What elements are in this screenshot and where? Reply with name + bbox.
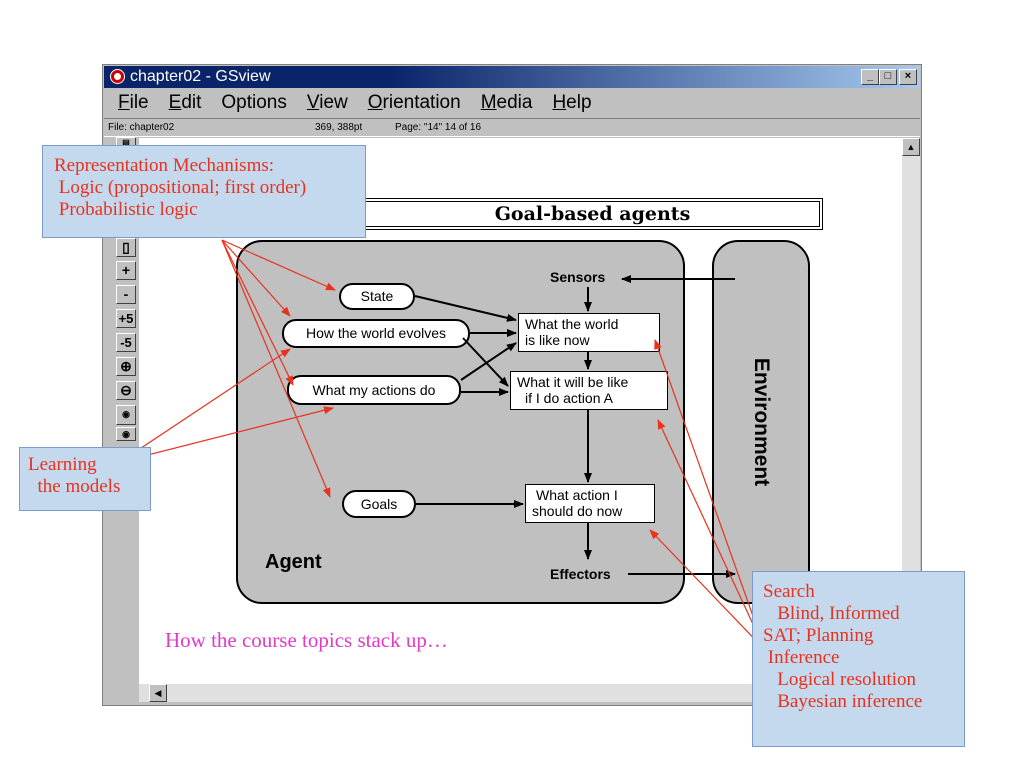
horizontal-scrollbar[interactable]: ◀	[139, 684, 902, 702]
magnify-plus-icon[interactable]: ⊕	[116, 357, 136, 376]
world-evolves-oval: How the world evolves	[282, 319, 470, 348]
menu-orientation[interactable]: Orientation	[367, 92, 461, 113]
world-now-box: What the world is like now	[518, 313, 660, 352]
goals-oval: Goals	[342, 490, 416, 518]
left-toolbar: ▤ ▯ + - +5 -5 ⊕ ⊖ ◉ ◉	[116, 137, 138, 457]
will-be-box: What it will be like if I do action A	[510, 371, 668, 410]
menu-media[interactable]: Media	[480, 92, 533, 113]
menu-help[interactable]: Help	[552, 92, 592, 113]
sensors-label: Sensors	[550, 269, 606, 285]
will-be-line1: What it will be like	[517, 374, 629, 390]
environment-box	[712, 240, 810, 604]
zoom-in-button[interactable]: +	[116, 261, 136, 280]
skip-back-5-button[interactable]: -5	[116, 333, 136, 352]
page-icon[interactable]: ▯	[116, 238, 136, 257]
page-title-text: Goal-based agents	[494, 203, 691, 225]
state-oval: State	[339, 283, 415, 310]
learning-note: Learning the models	[19, 447, 151, 511]
menu-edit[interactable]: Edit	[168, 92, 202, 113]
status-page: Page: "14" 14 of 16	[395, 122, 482, 133]
search-to-world-arrow	[654, 339, 766, 651]
magnify-minus-icon[interactable]: ⊖	[116, 381, 136, 400]
agent-label: Agent	[265, 551, 322, 573]
rep-to-state-arrow	[221, 239, 336, 291]
zoom-out-button[interactable]: -	[116, 285, 136, 304]
caption: How the course topics stack up…	[165, 628, 448, 652]
learning-line2: the models	[28, 476, 121, 497]
find-text-icon[interactable]: ◉	[116, 405, 136, 425]
learning-line1: Learning	[28, 454, 97, 475]
action-line1: What action I	[536, 487, 618, 503]
effectors-label: Effectors	[550, 566, 611, 582]
search-line4: Inference	[763, 647, 840, 668]
scroll-up-icon[interactable]: ▲	[902, 138, 920, 156]
actions-to-world-arrow	[460, 342, 517, 381]
search-line2: Blind, Informed	[763, 603, 900, 624]
menu-file[interactable]: File	[118, 92, 149, 113]
rep-to-evolves-arrow	[221, 239, 291, 317]
status-file: File: chapter02	[108, 122, 175, 133]
skip-forward-5-button[interactable]: +5	[116, 309, 136, 328]
representation-line3: Probabilistic logic	[54, 199, 198, 220]
representation-line2: Logic (propositional; first order)	[54, 177, 307, 198]
status-bar: File: chapter02 369, 388pt Page: "14" 14…	[104, 118, 920, 137]
representation-line1: Representation Mechanisms:	[54, 155, 275, 176]
state-arrow	[414, 295, 517, 322]
vertical-scrollbar[interactable]: ▲	[902, 138, 920, 684]
window-title: chapter02 - GSview	[130, 68, 271, 85]
menu-view[interactable]: View	[306, 92, 348, 113]
scroll-left-icon[interactable]: ◀	[149, 684, 167, 702]
maximize-button[interactable]: □	[879, 69, 897, 85]
evolves-to-willbe-arrow	[462, 337, 509, 387]
action-box: What action I should do now	[525, 484, 655, 523]
representation-note: Representation Mechanisms: Logic (propos…	[42, 145, 366, 238]
learning-to-actions-arrow	[119, 406, 334, 463]
will-be-line2: if I do action A	[525, 390, 613, 406]
rep-to-actions-arrow	[221, 239, 294, 386]
search-note: Search Blind, Informed SAT; Planning Inf…	[752, 571, 965, 747]
search-line3: SAT; Planning	[763, 625, 874, 646]
actions-do-oval: What my actions do	[287, 375, 461, 405]
action-line2: should do now	[532, 503, 623, 519]
agent-box	[236, 240, 685, 604]
search-to-action-arrow	[649, 529, 766, 651]
close-button[interactable]: ×	[899, 69, 917, 85]
world-now-line2: is like now	[525, 332, 590, 348]
learning-to-evolves-arrow	[119, 348, 291, 463]
search-to-willbe-arrow	[657, 419, 766, 651]
minimize-button[interactable]: _	[861, 69, 879, 85]
gsview-app-icon	[110, 69, 125, 84]
search-line6: Bayesian inference	[763, 691, 923, 712]
search-line1: Search	[763, 581, 815, 602]
search-line5: Logical resolution	[763, 669, 917, 690]
status-coordinates: 369, 388pt	[315, 122, 363, 133]
page-title: Goal-based agents	[362, 198, 823, 230]
title-bar[interactable]: chapter02 - GSview _ □ ×	[104, 66, 920, 88]
menu-bar: File Edit Options View Orientation Media…	[104, 89, 920, 117]
rep-to-goals-arrow	[221, 239, 331, 498]
find-next-icon[interactable]: ◉	[116, 427, 136, 441]
menu-options[interactable]: Options	[221, 92, 287, 113]
world-now-line1: What the world	[525, 316, 619, 332]
